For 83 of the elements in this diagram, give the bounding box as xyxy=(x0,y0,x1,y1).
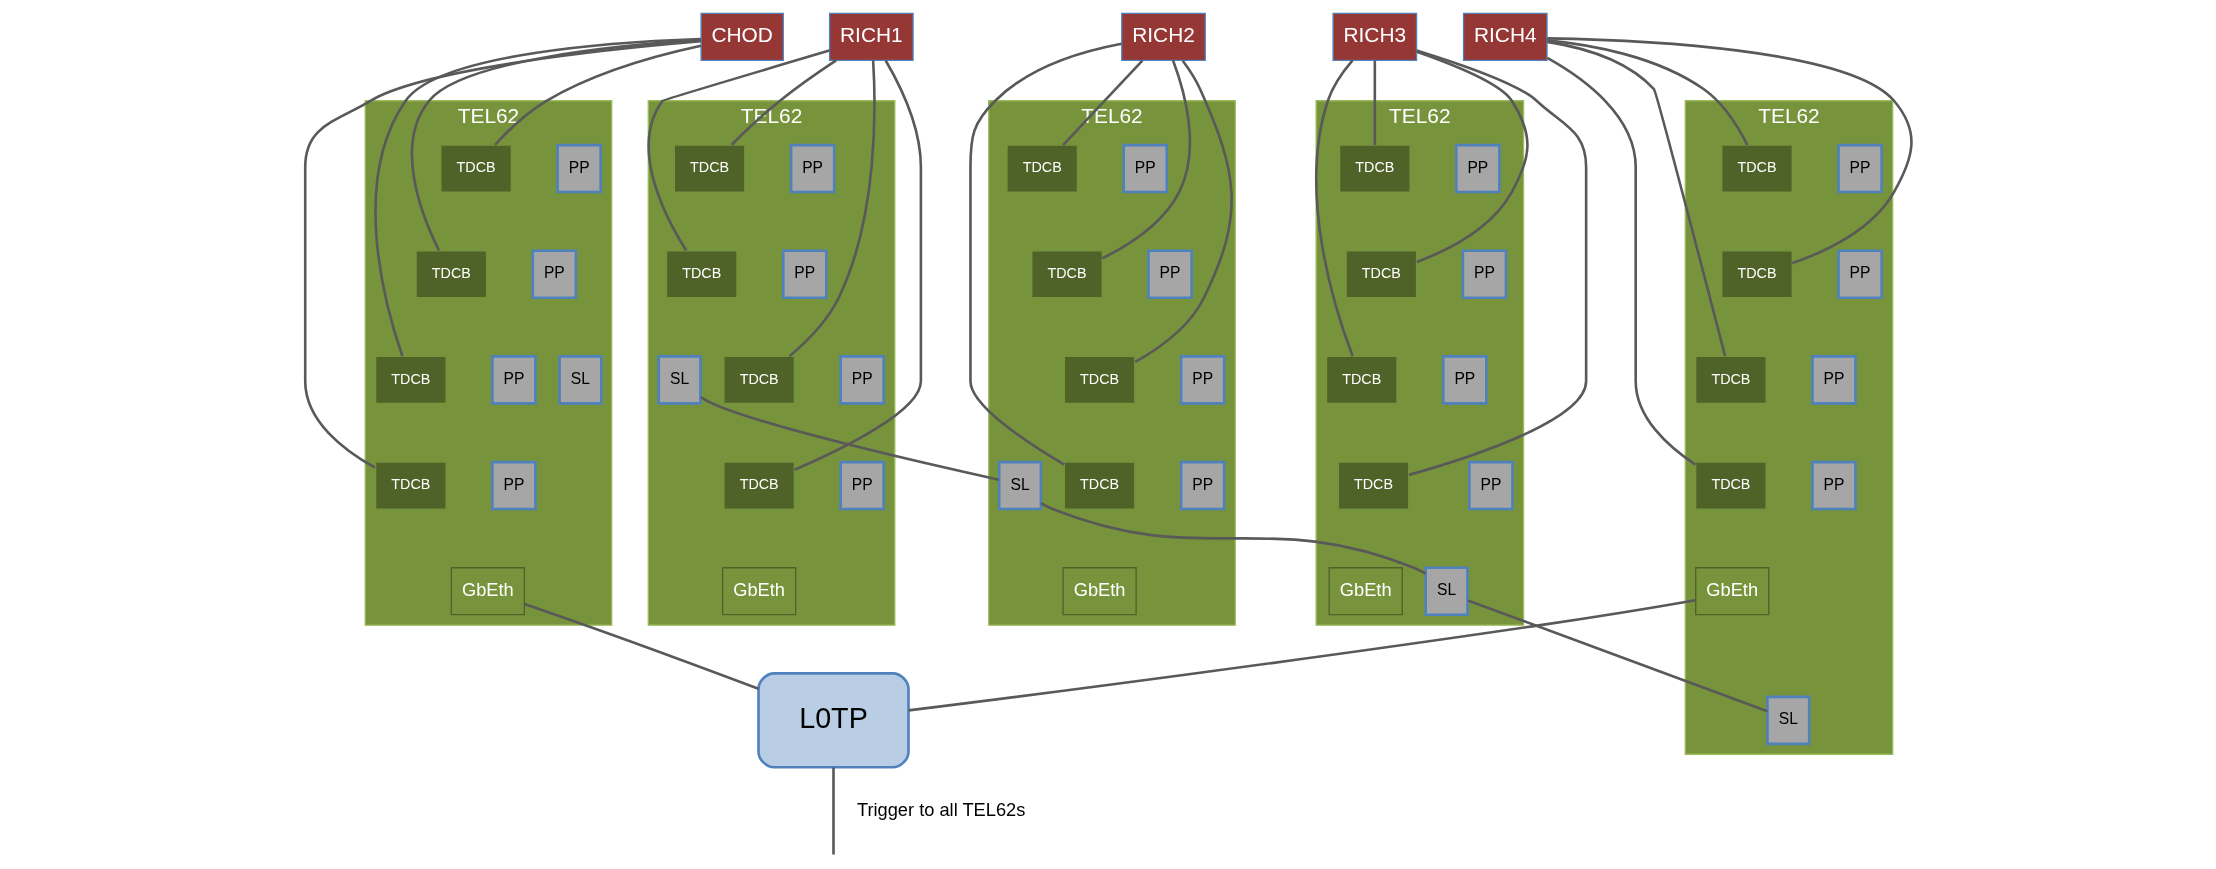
connector xyxy=(373,37,701,357)
connector xyxy=(1546,40,1726,357)
node-box: GbEth xyxy=(1061,567,1137,616)
node-box: SL xyxy=(997,460,1042,511)
node-box: TDCB xyxy=(1063,355,1135,405)
node-box: PP xyxy=(1836,249,1883,300)
node-box: PP xyxy=(1146,249,1193,300)
connector xyxy=(1546,37,1913,265)
connector xyxy=(831,767,835,855)
node-box: TDCB xyxy=(1005,144,1078,193)
node-box: L0TP xyxy=(756,672,910,769)
node-box: TDCB xyxy=(1694,355,1767,405)
connector xyxy=(788,60,876,358)
connector xyxy=(1039,501,1426,575)
node-box: TDCB xyxy=(414,250,487,299)
node-box: RICH2 xyxy=(1120,12,1206,61)
connector xyxy=(907,598,1696,712)
node-box: PP xyxy=(1121,143,1168,194)
node-box: SL xyxy=(1765,695,1810,746)
connector xyxy=(699,395,999,481)
node-box: GbEth xyxy=(721,567,796,616)
connector xyxy=(1101,60,1191,260)
node-box: TDCB xyxy=(1063,461,1135,510)
node-box: TDCB xyxy=(1694,461,1767,510)
node-box: GbEth xyxy=(1328,567,1403,616)
node-box: PP xyxy=(781,249,828,300)
node-box: TDCB xyxy=(1338,144,1411,193)
connector xyxy=(793,59,922,471)
node-box: PP xyxy=(555,143,602,194)
node-box: SL xyxy=(557,355,603,405)
node-box: PP xyxy=(1441,355,1488,405)
node-box: PP xyxy=(1454,143,1501,194)
connector xyxy=(1134,59,1233,363)
node-box: TDCB xyxy=(1337,461,1409,510)
connector xyxy=(493,44,701,146)
connector xyxy=(1314,59,1354,357)
node-box: PP xyxy=(1810,460,1857,511)
node-box: TDCB xyxy=(722,461,795,510)
connector xyxy=(523,602,759,690)
connector xyxy=(730,59,837,146)
node-box: PP xyxy=(490,355,537,405)
connector xyxy=(1373,60,1376,146)
node-box: TDCB xyxy=(374,355,447,405)
connector xyxy=(1546,39,1748,146)
node-box: PP xyxy=(1810,355,1857,405)
connector xyxy=(1546,56,1696,466)
connector xyxy=(647,49,830,252)
node-box: SL xyxy=(1423,566,1469,616)
node-box: PP xyxy=(838,460,885,511)
node-box: RICH4 xyxy=(1462,12,1548,61)
node-box: TDCB xyxy=(665,250,738,299)
node-box: TDCB xyxy=(374,461,447,510)
node-box: TDCB xyxy=(722,355,795,405)
node-box: GbEth xyxy=(1694,567,1769,616)
node-box: RICH1 xyxy=(828,12,914,61)
edge-label: Trigger to all TEL62s xyxy=(856,799,1025,821)
connector xyxy=(1415,50,1529,264)
node-box: TDCB xyxy=(1030,250,1103,299)
node-box: PP xyxy=(1461,249,1507,300)
node-box: PP xyxy=(789,143,835,194)
node-box: PP xyxy=(490,460,537,511)
node-box: PP xyxy=(1836,143,1883,194)
node-box: TDCB xyxy=(1720,250,1793,299)
node-box: TDCB xyxy=(673,144,745,193)
connector xyxy=(1061,59,1143,146)
node-box: TDCB xyxy=(1345,250,1417,299)
node-box: TDCB xyxy=(439,144,512,193)
node-box: TDCB xyxy=(1720,144,1793,193)
node-box: CHOD xyxy=(699,12,784,61)
node-box: PP xyxy=(531,249,577,300)
node-box: SL xyxy=(656,355,702,405)
connector xyxy=(968,42,1122,466)
node-box: GbEth xyxy=(450,567,525,616)
connector xyxy=(1408,49,1587,477)
node-box: RICH3 xyxy=(1331,12,1417,61)
connector xyxy=(303,40,701,469)
connector xyxy=(1467,599,1768,713)
node-box: PP xyxy=(1467,460,1514,511)
node-box: PP xyxy=(838,355,885,405)
connector xyxy=(410,38,701,252)
node-box: PP xyxy=(1179,460,1225,511)
node-box: TDCB xyxy=(1325,355,1398,405)
node-box: PP xyxy=(1179,355,1225,405)
